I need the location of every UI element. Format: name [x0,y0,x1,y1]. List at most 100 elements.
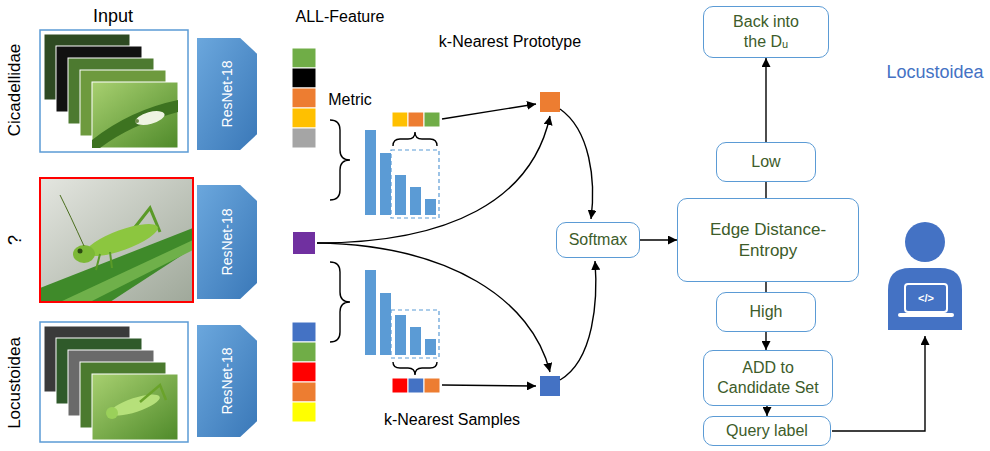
nearest-strip [392,378,408,393]
image-stack [92,82,178,148]
distance-bars [380,293,391,355]
annotator-icon [888,222,962,330]
distance-bars [410,187,421,215]
node-text: ResNet-18 [219,348,235,415]
brace [330,120,350,200]
feature-vectors [292,382,316,402]
distance-bars [380,153,391,215]
flow-arrow [442,104,536,119]
backbone-shape [197,38,257,150]
annotator-icon [905,222,945,262]
flow-arrow [317,104,925,431]
feature-vectors [292,322,316,342]
flow-connector [766,406,767,416]
annotator-icon [888,268,962,330]
query-mark: ? [5,235,26,245]
image-stack [40,30,188,152]
distance-bars [365,130,436,355]
query-image [73,245,95,263]
annotator-icon [898,313,954,317]
distance-bars [365,270,376,355]
flow-connector [765,282,766,292]
decision-box: Low [716,142,816,182]
query-image [96,252,112,270]
process-box: Edge Distance-Entropy [677,198,859,282]
query-image [40,178,193,302]
feature-vectors [292,402,316,422]
distance-bars [425,339,436,355]
distance-bars [395,175,406,215]
feature-vectors [292,362,316,382]
process-box: Back into the Dᵤ [703,6,829,58]
query-image [78,249,83,254]
process-box: Softmax [556,222,640,258]
image-stack [40,322,188,442]
query-image [60,195,84,246]
nearest-strip [424,378,440,393]
feature-vectors [292,48,316,68]
query-image [40,178,193,302]
section-label: ALL-Feature [296,8,385,26]
feature-vectors [292,108,316,128]
nearest-strip [408,112,424,127]
step-label: k-Nearest Prototype [439,33,581,51]
node-text: ResNet-18 [219,61,235,128]
step-label: Metric [328,91,372,109]
flow-arrow [317,243,550,372]
node-text: Softmax [569,230,628,250]
distance-bars [425,199,436,215]
class-label: Cicadellidae [5,44,25,137]
nearest-strip [424,112,440,127]
node-text: ADD to Candidate Set [710,358,826,398]
annotator-icon [905,284,947,312]
brace [330,262,350,342]
section-label: Input [93,6,133,27]
backbone-shape [197,325,257,437]
image-stack [106,407,118,419]
backbone-shape [197,185,257,299]
backbone-block: ResNet-18 [197,185,257,299]
node-text: High [750,302,783,322]
flow-arrow [442,385,536,386]
prototype-square [540,92,560,112]
image-stack [40,30,188,152]
node-text: ResNet-18 [219,209,235,276]
feature-vectors [292,48,316,422]
feature-vectors [293,232,315,254]
distance-bars [395,315,406,355]
distance-bars [365,130,376,215]
feature-vectors [292,68,316,88]
selection-box [391,150,439,218]
brace [393,132,437,146]
node-text: Low [751,152,780,172]
image-stack [92,100,178,148]
nearest-strip [392,112,408,127]
selection-box [391,150,439,358]
flow-connector [765,182,766,198]
flow-arrow [560,109,593,219]
query-image [60,240,193,302]
backbone-block: ResNet-18 [197,38,257,150]
process-box: ADD to Candidate Set [703,350,833,406]
node-text: Query label [726,421,808,441]
image-stack [135,119,139,123]
image-stack [92,374,178,440]
flow-connector [640,239,677,240]
brace [393,362,437,375]
selection-box [391,310,439,358]
flow-connector [765,58,766,142]
prototype-square [540,376,560,396]
flow-connector [765,332,766,350]
feature-vectors [292,128,316,148]
result-label: Locustoidea [886,62,983,83]
process-box: Query label [703,416,831,446]
distance-bars [410,327,421,355]
backbone-block: ResNet-18 [197,325,257,437]
image-stack [140,385,166,402]
flow-arrow [317,116,550,243]
flow-arrow [560,261,596,380]
query-image [40,178,193,302]
